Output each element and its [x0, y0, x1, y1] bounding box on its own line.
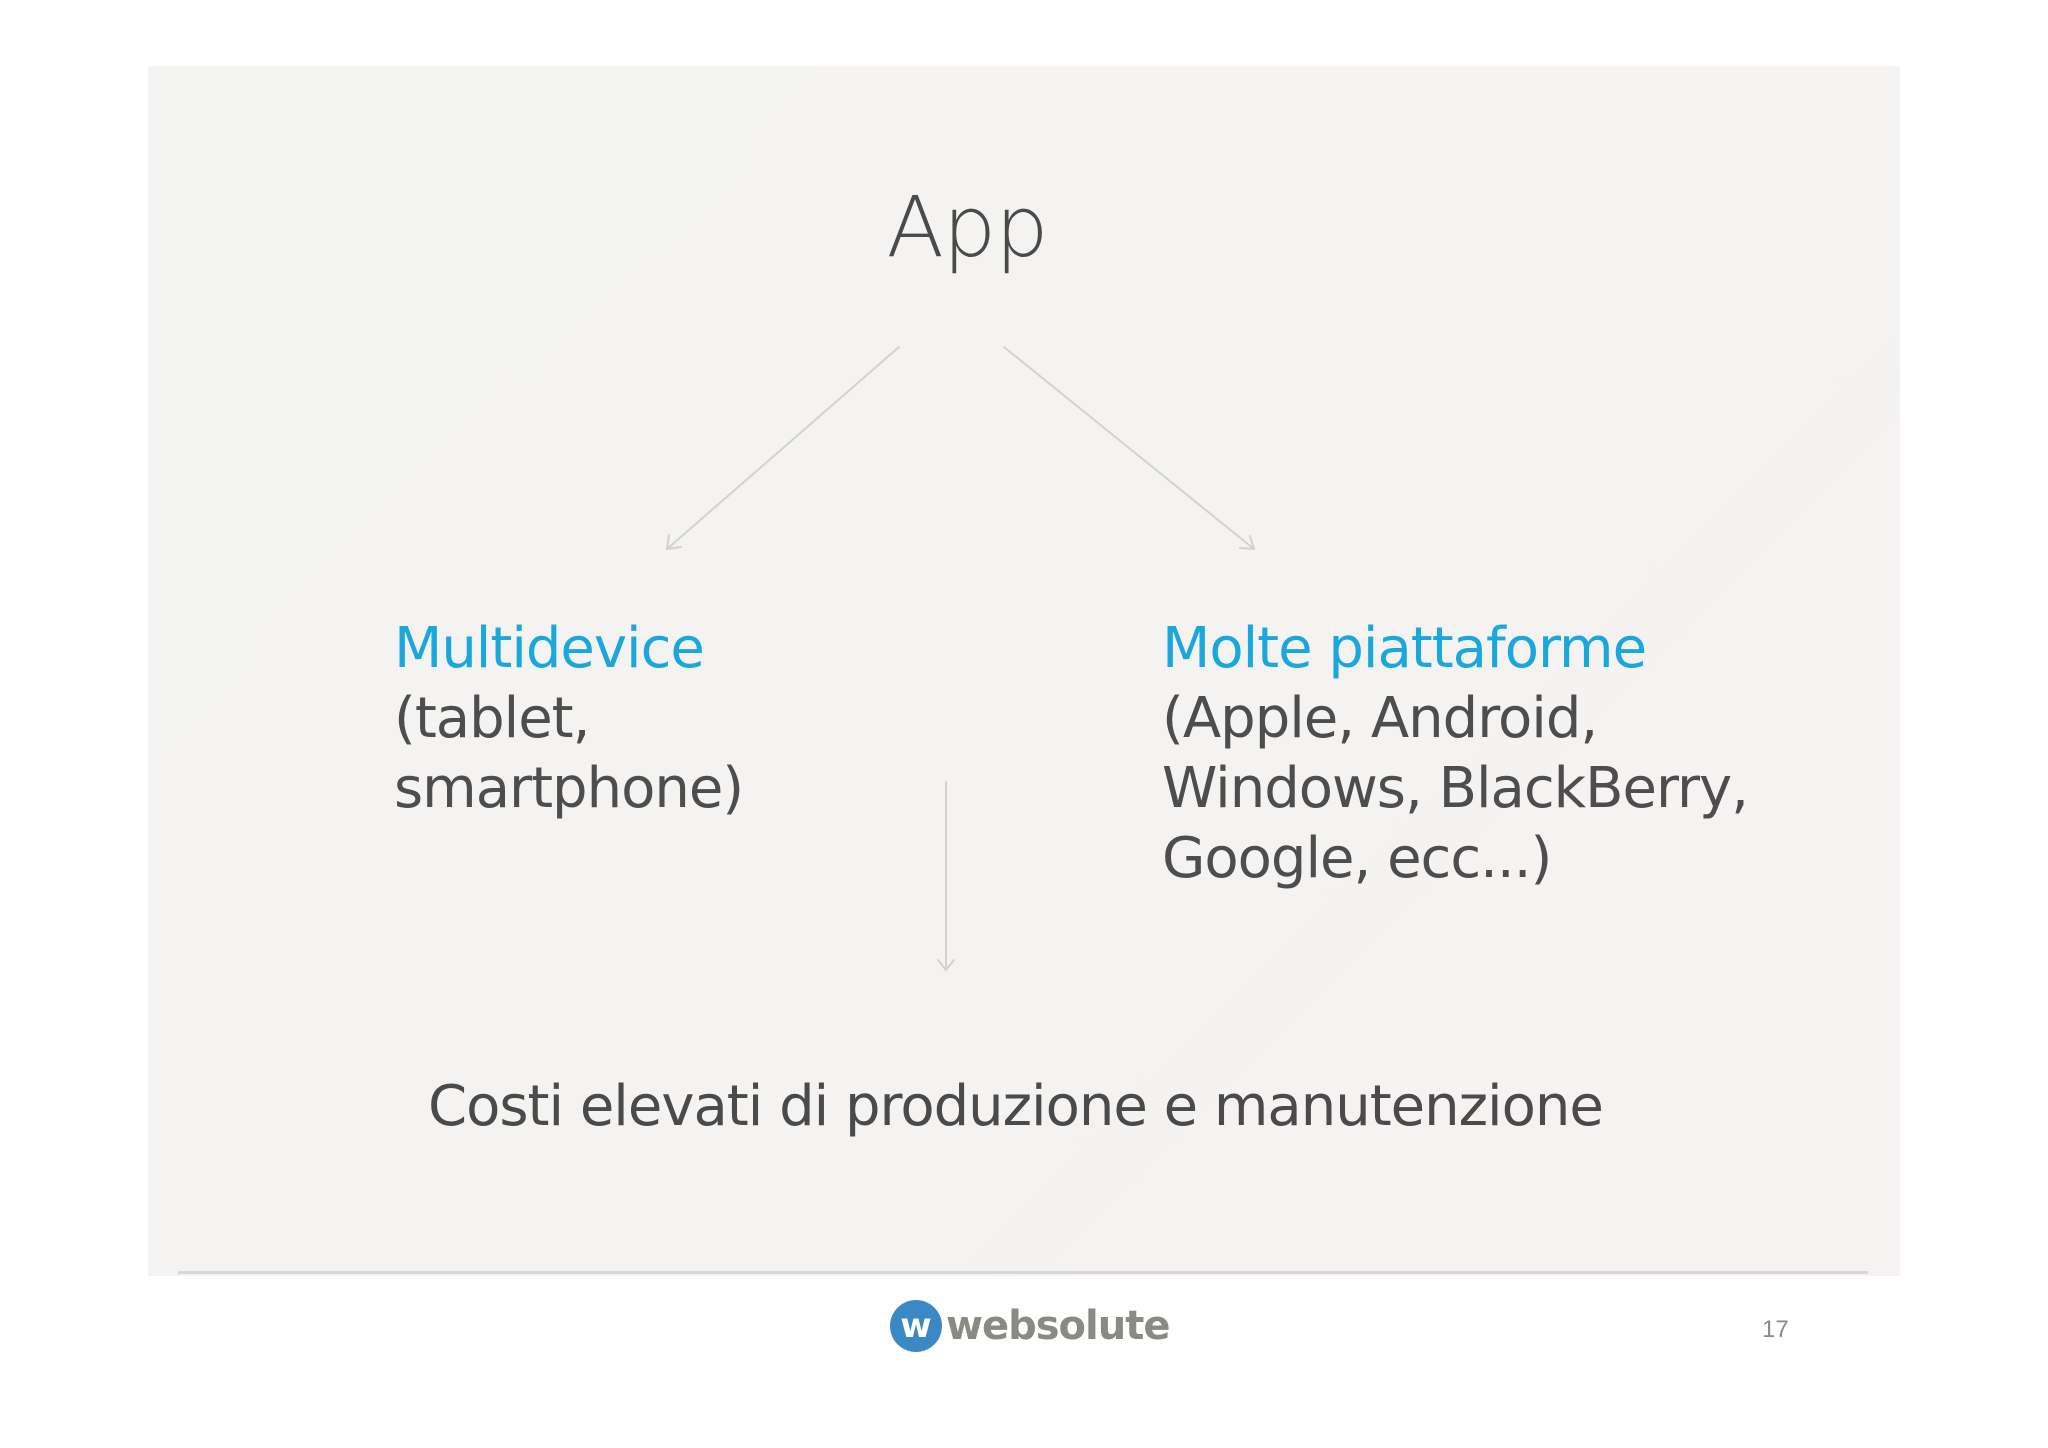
websolute-logo-icon: w: [890, 1300, 942, 1352]
piattaforme-line-2: Windows, BlackBerry,: [1162, 756, 1749, 821]
websolute-logo-text: websolute: [946, 1303, 1170, 1349]
arrow-to-costi: [937, 781, 955, 972]
footer-divider: [178, 1271, 1868, 1274]
piattaforme-heading: Molte piattaforme: [1162, 616, 1647, 681]
piattaforme-block: Molte piattaforme (Apple, Android, Windo…: [1162, 614, 1749, 894]
slide: App Multidevice (tablet, smartp: [148, 66, 1900, 1276]
multidevice-line-2: smartphone): [394, 756, 744, 821]
arrow-to-multidevice: [665, 346, 900, 551]
multidevice-heading: Multidevice: [394, 616, 705, 681]
slide-title-text: App: [886, 178, 1048, 276]
slide-title: App: [148, 178, 1900, 276]
diagram-arrows: [665, 346, 1256, 972]
page-number: 17: [1762, 1316, 1789, 1343]
piattaforme-line-3: Google, ecc...): [1162, 826, 1552, 891]
costi-conclusion: Costi elevati di produzione e manutenzio…: [428, 1074, 1604, 1139]
arrow-to-piattaforme: [1003, 346, 1256, 551]
multidevice-line-1: (tablet,: [394, 686, 590, 751]
websolute-logo: w websolute: [890, 1298, 1170, 1354]
piattaforme-line-1: (Apple, Android,: [1162, 686, 1598, 751]
multidevice-block: Multidevice (tablet, smartphone): [394, 614, 744, 824]
